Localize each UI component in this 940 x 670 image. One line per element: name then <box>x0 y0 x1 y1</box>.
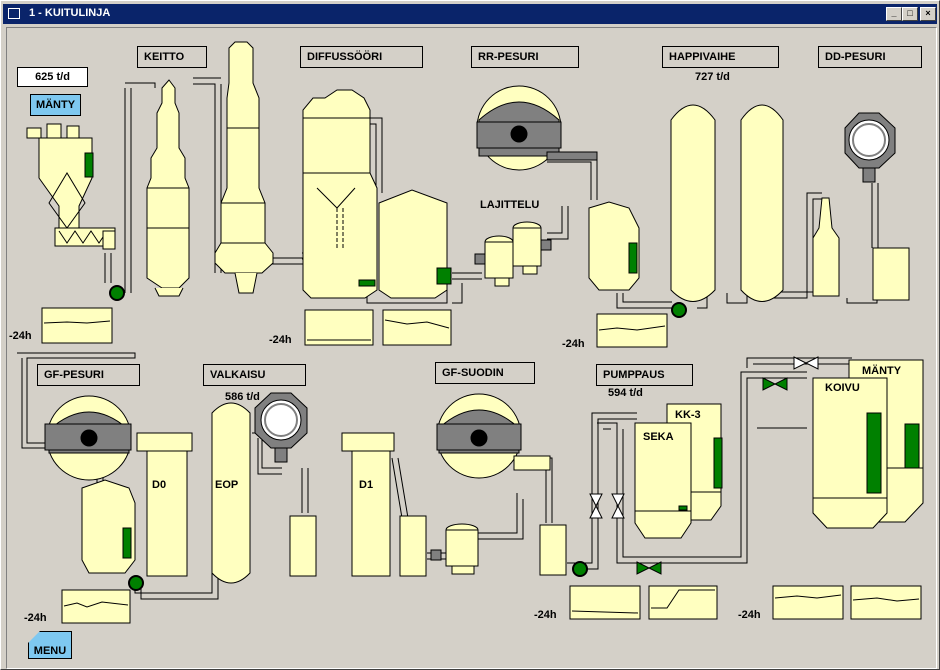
rr-washer <box>476 85 598 171</box>
section-gf-suodin: GF-SUODIN <box>435 362 535 384</box>
pumps <box>109 285 687 591</box>
gf-washer <box>44 395 132 481</box>
trend-label: -24h <box>269 334 292 346</box>
section-diffuusoori: DIFFUSSÖÖRI <box>300 46 423 68</box>
gf-filter <box>436 393 567 576</box>
label-eop: EOP <box>215 479 239 491</box>
happivaihe-rate: 727 t/d <box>695 71 730 83</box>
trend-label: -24h <box>534 609 557 621</box>
section-dd-pesuri: DD-PESURI <box>818 46 922 68</box>
menu-button[interactable]: MENU <box>28 631 72 659</box>
section-valkaisu: VALKAISU <box>203 364 306 386</box>
rr-filtrate-tank <box>588 201 640 291</box>
bleach-pump <box>445 523 479 575</box>
label-manty-tank: MÄNTY <box>862 365 902 377</box>
title-bar: 1 - KUITULINJA _ □ × <box>3 4 937 24</box>
trends-bottom <box>61 585 922 624</box>
maximize-button[interactable]: □ <box>902 7 918 21</box>
valves <box>589 356 819 575</box>
diffuser-vessels <box>302 89 452 299</box>
keitto-vessels <box>146 41 274 297</box>
window-icon <box>8 8 20 19</box>
gf-filtrate-tank <box>81 479 136 574</box>
trend-label: -24h <box>738 609 761 621</box>
label-koivu: KOIVU <box>825 382 860 394</box>
oxygen-reactors <box>670 104 840 302</box>
section-pumppaus: PUMPPAUS <box>596 364 693 386</box>
bleach-towers <box>136 392 442 584</box>
process-diagram <box>17 41 924 624</box>
section-happivaihe: HAPPIVAIHE <box>662 46 779 68</box>
storage-towers <box>634 359 924 539</box>
minimize-button[interactable]: _ <box>886 7 902 21</box>
window-title: 1 - KUITULINJA <box>29 7 111 19</box>
valkaisu-rate: 586 t/d <box>225 391 260 403</box>
section-rr-pesuri: RR-PESURI <box>471 46 579 68</box>
label-lajittelu: LAJITTELU <box>480 199 540 211</box>
section-keitto: KEITTO <box>137 46 207 68</box>
pumppaus-rate: 594 t/d <box>608 387 643 399</box>
trend-label: -24h <box>562 338 585 350</box>
screens <box>474 221 552 287</box>
trend-label: -24h <box>9 330 32 342</box>
dd-washer <box>844 112 910 301</box>
feed-rate-value: 625 t/d <box>17 67 88 87</box>
label-d1: D1 <box>359 479 374 491</box>
chip-bin <box>26 123 116 250</box>
process-canvas: KEITTO DIFFUSSÖÖRI RR-PESURI HAPPIVAIHE … <box>6 27 937 669</box>
section-gf-pesuri: GF-PESURI <box>37 364 140 386</box>
label-d0: D0 <box>152 479 167 491</box>
trends-top <box>41 307 668 348</box>
manty-button[interactable]: MÄNTY <box>30 94 81 116</box>
close-button[interactable]: × <box>920 7 936 21</box>
label-seka: SEKA <box>643 431 674 443</box>
label-kk3: KK-3 <box>675 409 701 421</box>
trend-label: -24h <box>24 612 47 624</box>
